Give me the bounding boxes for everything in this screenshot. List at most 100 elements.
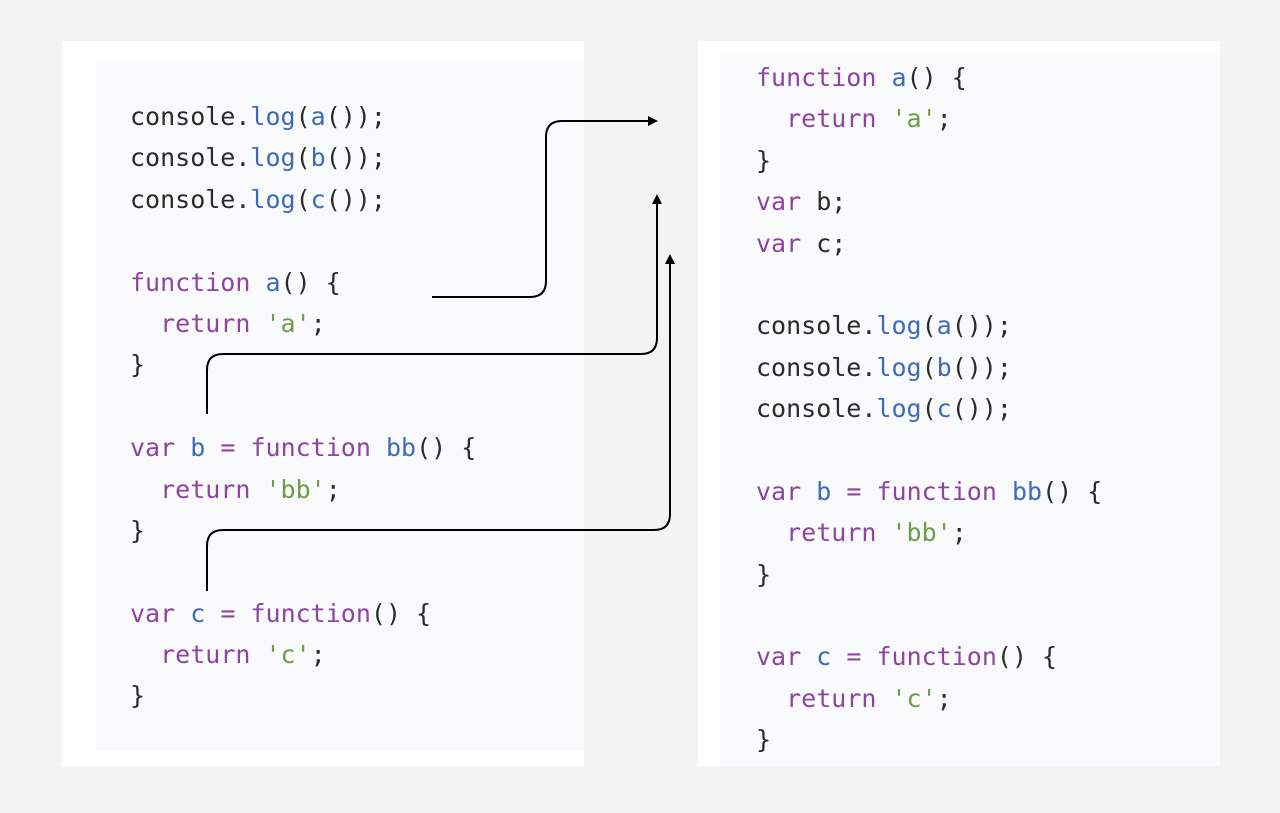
code-identifier: bb <box>1011 476 1043 506</box>
code-identifier: b <box>936 352 952 382</box>
code-text: ; <box>936 104 952 134</box>
code-line: } <box>756 719 1102 760</box>
code-line: console.log(b()); <box>756 347 1102 388</box>
code-keyword: return <box>160 640 251 670</box>
code-identifier: b <box>310 143 326 173</box>
hoisted-code-block: function a() { return 'a';}var b;var c; … <box>756 57 1102 761</box>
code-line <box>130 551 476 592</box>
code-keyword: var <box>130 598 176 628</box>
code-line: var b = function bb() { <box>130 427 476 468</box>
source-code-block: console.log(a());console.log(b());consol… <box>130 96 476 717</box>
code-text <box>205 433 220 462</box>
code-string: 'bb' <box>891 518 952 548</box>
code-text: console. <box>130 102 251 131</box>
code-text <box>235 433 250 462</box>
code-text: ; <box>325 474 341 504</box>
code-text <box>876 684 891 713</box>
code-text: } <box>756 725 772 755</box>
code-line: } <box>130 344 476 385</box>
code-string: 'a' <box>265 308 311 338</box>
code-text: () { <box>996 642 1058 672</box>
code-line <box>756 264 1102 305</box>
code-string: 'c' <box>891 683 937 713</box>
code-text: ( <box>295 143 311 173</box>
code-identifier: log <box>876 311 922 341</box>
code-identifier: a <box>936 311 952 341</box>
code-text <box>250 640 265 669</box>
code-text: ()); <box>951 352 1012 382</box>
code-text: () { <box>280 267 341 297</box>
code-text <box>831 477 846 506</box>
code-line: var c = function() { <box>130 593 476 634</box>
code-text <box>876 104 891 133</box>
code-keyword: = <box>846 642 862 672</box>
code-string: 'bb' <box>265 474 326 504</box>
code-text <box>205 599 220 628</box>
code-text <box>876 63 891 92</box>
code-line <box>130 386 476 427</box>
code-text: ; <box>951 518 967 548</box>
code-text <box>861 642 876 671</box>
code-text: ; <box>310 640 326 670</box>
code-keyword: function <box>876 476 997 506</box>
code-text: ()); <box>951 394 1012 424</box>
code-line: console.log(a()); <box>130 96 476 137</box>
code-text <box>756 518 786 547</box>
code-text: console. <box>756 394 877 424</box>
code-line: } <box>130 510 476 551</box>
code-line: var b = function bb() { <box>756 471 1102 512</box>
code-text: ( <box>921 352 937 382</box>
code-line: return 'bb'; <box>130 469 476 510</box>
code-text: () { <box>906 63 967 92</box>
code-text <box>130 475 160 504</box>
code-text: () { <box>370 598 432 628</box>
code-identifier: c <box>936 394 952 424</box>
code-identifier: a <box>265 267 281 297</box>
code-text <box>371 433 386 462</box>
code-identifier: log <box>876 352 922 382</box>
code-line: } <box>756 140 1102 181</box>
code-line: var c; <box>756 223 1102 264</box>
code-text <box>250 309 265 338</box>
code-line: } <box>130 675 476 716</box>
hoisted-code-panel <box>698 41 1220 766</box>
code-keyword: return <box>786 518 877 548</box>
code-string: 'c' <box>265 640 311 670</box>
code-text: () { <box>416 433 477 463</box>
code-identifier: log <box>876 394 922 424</box>
code-text: ; <box>310 308 326 338</box>
code-keyword: var <box>756 642 802 672</box>
code-text <box>997 477 1012 506</box>
code-identifier: bb <box>385 433 417 463</box>
code-identifier: log <box>250 143 296 173</box>
code-keyword: return <box>786 683 877 713</box>
code-text <box>801 642 816 671</box>
code-text: ()); <box>325 184 386 214</box>
code-keyword: function <box>756 63 877 92</box>
code-keyword: return <box>786 104 877 134</box>
code-identifier: c <box>190 598 206 628</box>
code-keyword: function <box>876 642 997 672</box>
code-text <box>235 599 250 628</box>
code-text: ( <box>921 311 937 341</box>
hoisted-code-background <box>720 53 1220 766</box>
code-text <box>801 477 816 506</box>
code-identifier: b <box>816 476 832 506</box>
code-line: console.log(a()); <box>756 305 1102 346</box>
code-identifier: a <box>310 102 326 131</box>
code-keyword: var <box>756 187 802 217</box>
code-line <box>756 595 1102 636</box>
code-line: return 'bb'; <box>756 512 1102 553</box>
code-text <box>250 268 265 297</box>
code-text: } <box>130 350 146 380</box>
code-text: ( <box>295 184 311 214</box>
code-identifier: log <box>250 184 296 214</box>
code-text: ( <box>295 102 311 131</box>
code-line: console.log(c()); <box>130 179 476 220</box>
code-line: var b; <box>756 181 1102 222</box>
code-keyword: = <box>220 433 236 463</box>
code-keyword: function <box>250 433 371 463</box>
code-line: function a() { <box>130 262 476 303</box>
code-string: 'a' <box>891 104 937 134</box>
code-line: console.log(c()); <box>756 388 1102 429</box>
